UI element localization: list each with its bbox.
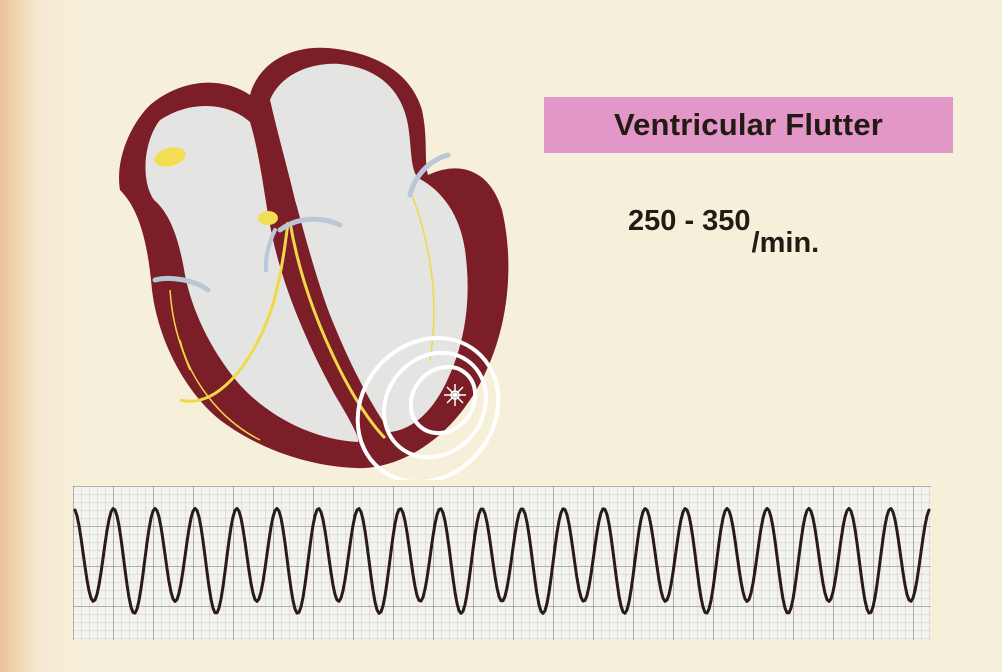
ecg-grid-lines <box>73 486 931 640</box>
rate-label: 250 - 350/min. <box>628 205 819 238</box>
rate-value: 250 - 350 <box>628 205 751 237</box>
title: Ventricular Flutter <box>614 107 883 143</box>
ecg-waveform-icon <box>73 486 931 640</box>
rate-unit: /min. <box>752 227 820 259</box>
ectopic-focus-spark-icon <box>444 384 466 406</box>
title-badge: Ventricular Flutter <box>544 97 953 153</box>
heart-cross-section-icon <box>110 40 530 480</box>
av-node <box>258 211 278 225</box>
